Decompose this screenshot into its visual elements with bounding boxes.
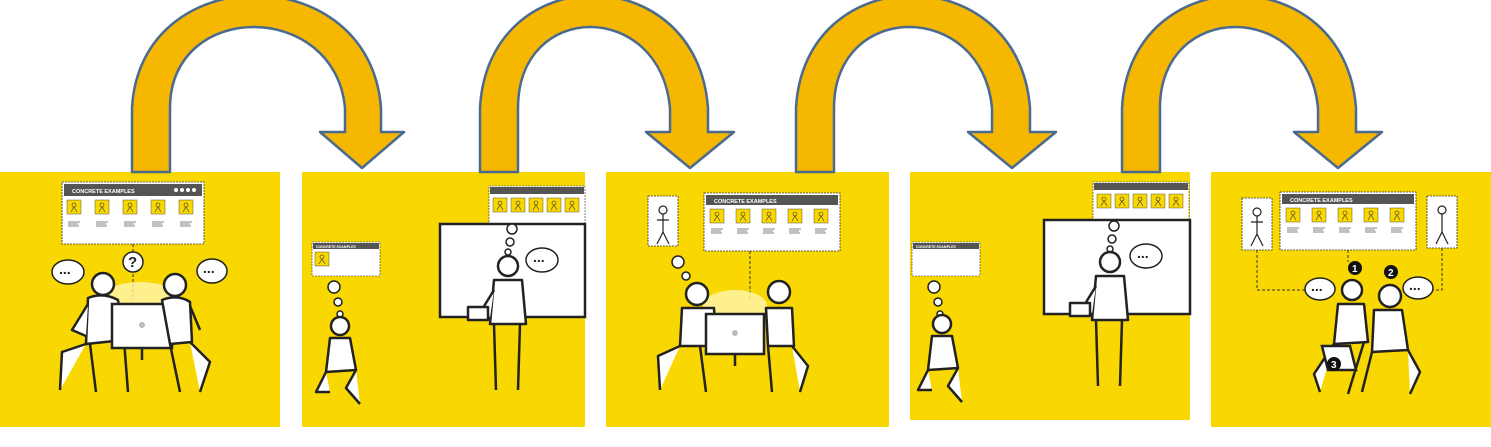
arrow-2-to-3 [478,0,736,174]
panel-5: CONCRETE EXAMPLES 1 2 ... ... [1211,172,1491,427]
laptop [704,312,766,366]
person-icon-card [647,195,679,247]
speech-dots: ... [1409,277,1421,293]
speech-bubble: ... [1129,243,1163,269]
arrow-4-to-5 [1120,0,1384,174]
arrow-1-to-2 [130,0,406,174]
card-title: CONCRETE EXAMPLES [714,199,777,205]
step-badge-2: 2 [1384,265,1398,279]
step-number: 1 [1352,264,1358,275]
step-badge-1: 1 [1348,261,1362,275]
thought-bubble [327,223,518,318]
question-thought-bubble: ? [122,251,144,273]
panel-3: CONCRETE EXAMPLES [606,172,889,427]
person-right [764,279,810,393]
speech-dots: ... [203,260,215,276]
card-title: CONCRETE EXAMPLES [316,245,357,249]
speech-dots: ... [1137,245,1149,261]
card-title: CONCRETE EXAMPLES [916,245,957,249]
person-left [1312,278,1370,395]
speech-dots: ... [59,261,71,277]
reference-card: CONCRETE EXAMPLES [61,181,205,245]
question-mark: ? [128,254,137,271]
presenter [1068,250,1130,387]
step-number: 3 [1331,360,1337,371]
speech-bubble: ... [525,247,559,273]
reference-card-small: CONCRETE EXAMPLES [311,241,381,277]
laptop [110,302,174,360]
step-number: 2 [1388,268,1394,279]
speech-bubble-left: ... [51,259,85,285]
speech-bubble-left: ... [1304,277,1336,301]
reference-card: CONCRETE EXAMPLES [703,192,841,252]
step-badge-3: 3 [1327,357,1341,371]
reference-card [488,185,586,229]
panel-4: CONCRETE EXAMPLES ... [910,172,1192,420]
card-title: CONCRETE EXAMPLES [1290,198,1353,204]
person-icon-card [1241,197,1273,251]
reference-card-small: CONCRETE EXAMPLES [911,241,981,277]
speech-bubble-right: ... [1402,276,1434,300]
presenter [466,254,528,391]
speech-bubble-right: ... [196,258,228,284]
person-right [1360,283,1422,395]
arrow-3-to-4 [794,0,1058,174]
reference-card: CONCRETE EXAMPLES [1279,191,1417,251]
speech-dots: ... [1311,278,1323,294]
transition-arrows [130,0,1384,174]
speech-dots: ... [533,249,545,265]
person-sitting [314,315,361,405]
panel-2: CONCRETE EXAMPLES ... [302,172,587,427]
card-title: CONCRETE EXAMPLES [72,189,135,195]
person-right [160,272,212,393]
reference-card [1092,181,1190,225]
panel-1: CONCRETE EXAMPLES ? ... ... [0,172,280,427]
person-icon-card [1426,195,1458,249]
person-sitting [916,313,963,403]
thought-bubble [671,255,691,281]
